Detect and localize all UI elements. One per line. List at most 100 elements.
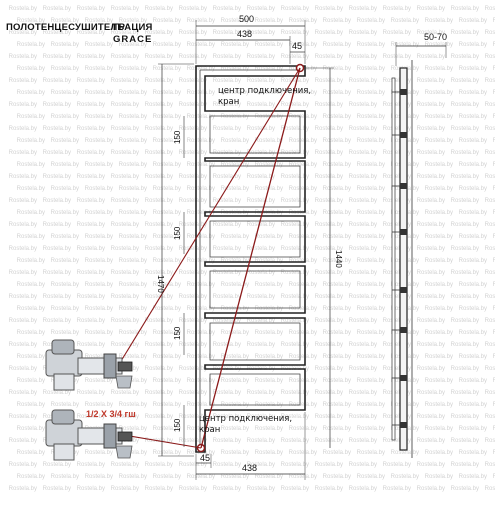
watermark-text: Rostela.by (247, 246, 275, 252)
watermark-text: Rostela.by (289, 450, 317, 456)
connection-label-top-line2: кран (218, 97, 239, 107)
watermark-text: Rostela.by (289, 378, 317, 384)
watermark-text: Rostela.by (255, 426, 283, 432)
watermark-text: Rostela.by (289, 474, 317, 480)
watermark-text: Rostela.by (451, 174, 479, 180)
watermark-text: Rostela.by (349, 438, 377, 444)
watermark-text: Rostela.by (323, 138, 351, 144)
watermark-text: Rostela.by (417, 486, 445, 492)
watermark-text: Rostela.by (493, 330, 495, 336)
watermark-text: Rostela.by (493, 42, 495, 48)
watermark-text: Rostela.by (187, 210, 215, 216)
watermark-text: Rostela.by (417, 102, 445, 108)
watermark-text: Rostela.by (383, 462, 411, 468)
watermark-text: Rostela.by (383, 366, 411, 372)
watermark-text: Rostela.by (459, 450, 487, 456)
watermark-text: Rostela.by (85, 66, 113, 72)
watermark-text: Rostela.by (417, 294, 445, 300)
watermark-text: Rostela.by (383, 270, 411, 276)
watermark-text: Rostela.by (179, 102, 207, 108)
watermark-text: Rostela.by (111, 414, 139, 420)
watermark-text: Rostela.by (77, 102, 105, 108)
watermark-text: Rostela.by (51, 90, 79, 96)
watermark-text: Rostela.by (315, 270, 343, 276)
watermark-text: Rostela.by (459, 306, 487, 312)
watermark-text: Rostela.by (119, 426, 147, 432)
watermark-text: Rostela.by (493, 258, 495, 264)
watermark-text: Rostela.by (221, 450, 249, 456)
watermark-text: Rostela.by (145, 6, 173, 12)
watermark-text: Rostela.by (459, 210, 487, 216)
side-view-rail (399, 67, 408, 451)
watermark-text: Rostela.by (315, 366, 343, 372)
watermark-text: Rostela.by (323, 66, 351, 72)
watermark-text: Rostela.by (213, 270, 241, 276)
watermark-text: Rostela.by (77, 246, 105, 252)
watermark-text: Rostela.by (187, 258, 215, 264)
watermark-text: Rostela.by (281, 78, 309, 84)
watermark-text: Rostela.by (247, 294, 275, 300)
watermark-text: Rostela.by (9, 486, 37, 492)
watermark-text: Rostela.by (85, 354, 113, 360)
watermark-text: Rostela.by (493, 234, 495, 240)
watermark-text: Rostela.by (111, 462, 139, 468)
watermark-text: Rostela.by (357, 474, 385, 480)
watermark-text: Rostela.by (383, 150, 411, 156)
side-view-bracket (400, 183, 407, 189)
watermark-text: Rostela.by (459, 186, 487, 192)
product-type-title: ПОЛОТЕНЦЕСУШИТЕЛЬ (6, 22, 125, 33)
watermark-text: Rostela.by (417, 78, 445, 84)
watermark-text: Rostela.by (289, 90, 317, 96)
watermark-text: Rostela.by (357, 138, 385, 144)
watermark-text: Rostela.by (213, 78, 241, 84)
watermark-text: Rostela.by (153, 210, 181, 216)
watermark-text: Rostela.by (459, 90, 487, 96)
watermark-text: Rostela.by (153, 234, 181, 240)
watermark-text: Rostela.by (9, 174, 37, 180)
watermark-text: Rostela.by (221, 114, 249, 120)
watermark-text: Rostela.by (153, 450, 181, 456)
watermark-text: Rostela.by (179, 342, 207, 348)
watermark-text: Rostela.by (485, 78, 495, 84)
angle-valve-illustration-2 (45, 409, 133, 461)
watermark-text: Rostela.by (425, 114, 453, 120)
watermark-text: Rostela.by (119, 42, 147, 48)
watermark-text: Rostela.by (425, 234, 453, 240)
watermark-text: Rostela.by (77, 390, 105, 396)
watermark-text: Rostela.by (221, 234, 249, 240)
watermark-text: Rostela.by (357, 186, 385, 192)
watermark-text: Rostela.by (289, 186, 317, 192)
watermark-text: Rostela.by (247, 198, 275, 204)
watermark-text: Rostela.by (289, 354, 317, 360)
watermark-text: Rostela.by (493, 354, 495, 360)
watermark-text: Rostela.by (85, 18, 113, 24)
watermark-text: Rostela.by (493, 306, 495, 312)
watermark-text: Rostela.by (459, 426, 487, 432)
watermark-text: Rostela.by (485, 198, 495, 204)
watermark-text: Rostela.by (289, 402, 317, 408)
watermark-text: Rostela.by (281, 174, 309, 180)
dim-text-438-top: 438 (237, 29, 252, 39)
watermark-text: Rostela.by (255, 354, 283, 360)
watermark-text: Rostela.by (145, 54, 173, 60)
watermark-text: Rostela.by (417, 222, 445, 228)
watermark-text: Rostela.by (43, 174, 71, 180)
watermark-text: Rostela.by (357, 306, 385, 312)
watermark-text: Rostela.by (451, 102, 479, 108)
watermark-text: Rostela.by (153, 354, 181, 360)
watermark-text: Rostela.by (281, 246, 309, 252)
watermark-text: Rostela.by (383, 174, 411, 180)
watermark-text: Rostela.by (417, 174, 445, 180)
watermark-text: Rostela.by (383, 486, 411, 492)
watermark-text: Rostela.by (315, 486, 343, 492)
watermark-text: Rostela.by (179, 6, 207, 12)
watermark-text: Rostela.by (85, 258, 113, 264)
watermark-text: Rostela.by (119, 114, 147, 120)
watermark-text: Rostela.by (323, 402, 351, 408)
watermark-text: Rostela.by (17, 90, 45, 96)
watermark-text: Rostela.by (391, 450, 419, 456)
watermark-text: Rostela.by (247, 222, 275, 228)
dim-text-150-c: 150 (173, 326, 182, 340)
watermark-text: Rostela.by (179, 294, 207, 300)
